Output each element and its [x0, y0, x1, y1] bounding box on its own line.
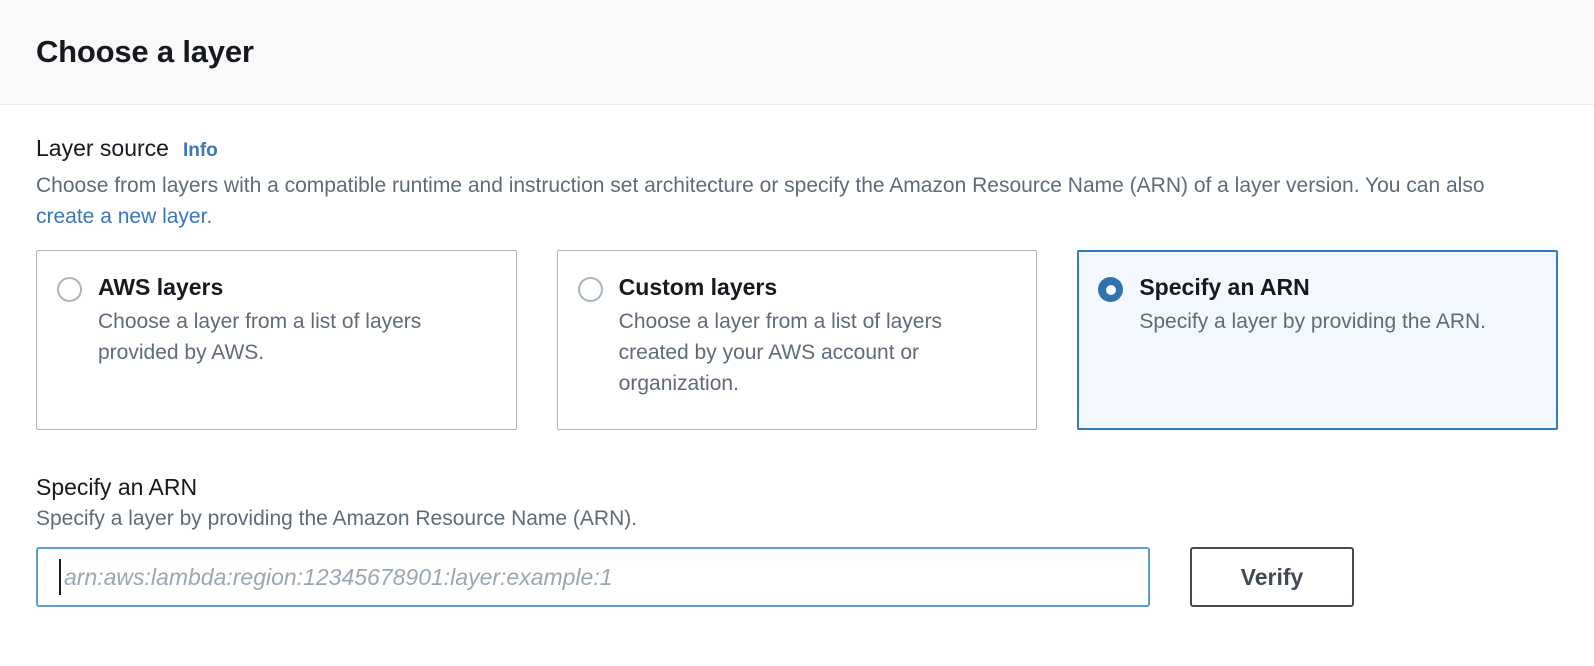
radio-card-aws-layers-description: Choose a layer from a list of layers pro… [98, 310, 422, 364]
modal-header: Choose a layer [0, 0, 1594, 105]
layer-source-description: Choose from layers with a compatible run… [36, 170, 1506, 232]
layer-source-options: AWS layers Choose a layer from a list of… [36, 250, 1559, 430]
radio-icon-specify-arn[interactable] [1098, 277, 1124, 302]
layer-source-label: Layer source [36, 135, 169, 161]
layer-source-description-text-2: . [206, 205, 213, 228]
radio-card-custom-layers-description: Choose a layer from a list of layers cre… [618, 310, 942, 395]
page-title: Choose a layer [36, 34, 254, 69]
radio-card-aws-layers[interactable]: AWS layers Choose a layer from a list of… [36, 250, 517, 430]
radio-icon-custom-layers[interactable] [577, 277, 603, 302]
layer-source-label-row: Layer source Info [36, 135, 1558, 162]
text-cursor [59, 559, 61, 595]
radio-card-custom-layers-title: Custom layers [618, 274, 778, 300]
radio-card-specify-arn[interactable]: Specify an ARN Specify a layer by provid… [1077, 250, 1559, 430]
radio-card-specify-arn-description: Specify a layer by providing the ARN. [1139, 310, 1487, 333]
arn-input-wrapper [36, 547, 1150, 607]
radio-card-aws-layers-title: AWS layers [98, 274, 224, 300]
arn-input[interactable] [36, 547, 1150, 607]
radio-icon-aws-layers[interactable] [57, 277, 82, 302]
layer-source-description-text-1: Choose from layers with a compatible run… [36, 174, 1485, 197]
arn-section-title: Specify an ARN [36, 474, 198, 500]
modal-body: Layer source Info Choose from layers wit… [0, 105, 1594, 607]
info-link[interactable]: Info [182, 140, 218, 161]
arn-input-row: Verify [36, 547, 1558, 607]
radio-card-specify-arn-text: Specify an ARN Specify a layer by provid… [1139, 273, 1537, 337]
radio-card-custom-layers-text: Custom layers Choose a layer from a list… [619, 273, 1017, 399]
radio-card-aws-layers-text: AWS layers Choose a layer from a list of… [98, 273, 496, 368]
verify-button[interactable]: Verify [1190, 547, 1354, 607]
radio-card-specify-arn-title: Specify an ARN [1139, 274, 1310, 300]
arn-section-description: Specify a layer by providing the Amazon … [36, 507, 638, 530]
radio-card-custom-layers[interactable]: Custom layers Choose a layer from a list… [556, 250, 1038, 430]
create-new-layer-link[interactable]: create a new layer [36, 205, 207, 228]
